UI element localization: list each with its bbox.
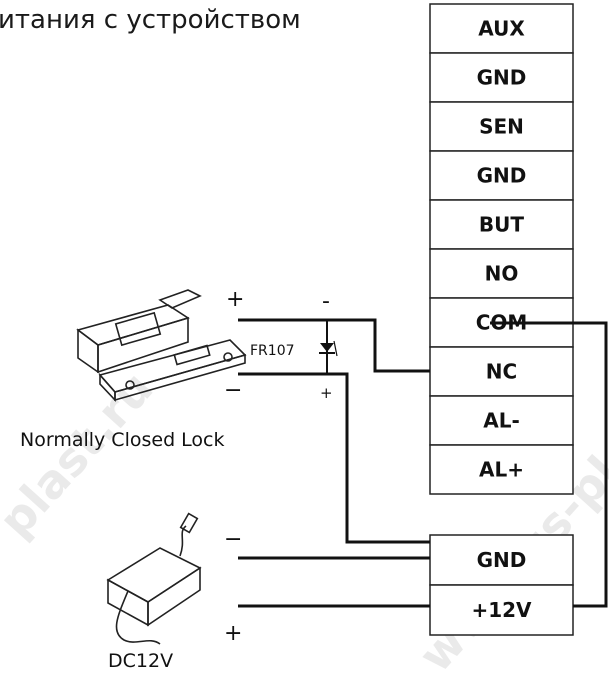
wire-lock-plus-to-nc [238,318,430,373]
terminal-label-al: AL+ [479,458,524,482]
power-terminal-label-12v: +12V [471,598,532,622]
terminal-label-al: AL- [483,409,520,433]
terminal-label-sen: SEN [479,115,524,139]
electric-lock-illustration [76,289,247,403]
terminal-label-no: NO [485,262,519,286]
lock-minus-label: − [224,378,242,403]
diode-plus-label: + [320,384,333,402]
terminal-label-but: BUT [479,213,524,237]
power-terminal-label-gnd: GND [477,548,527,572]
diode-minus-label: - [322,289,330,314]
terminal-cell [429,444,574,495]
psu-caption: DC12V [108,650,173,672]
psu-minus-label: − [224,527,242,552]
terminal-label-gnd: GND [477,66,527,90]
terminal-cell [429,52,574,103]
wires [238,318,608,608]
page-title: итания с устройством [0,5,301,35]
power-terminal-cell [429,584,574,636]
terminal-label-gnd: GND [477,164,527,188]
watermark-left: plast.ru [0,361,163,547]
wire-com-to-12v [490,321,608,608]
power-supply-illustration [106,512,202,645]
lock-plus-label: + [226,287,244,312]
power-terminal-cell [429,534,574,586]
terminal-label-nc: NC [486,360,517,384]
terminal-label-aux: AUX [478,17,525,41]
terminal-cell [429,3,574,54]
terminal-cell [429,101,574,152]
diode-symbol [319,340,338,357]
power-terminal-block: GND +12V [429,534,574,636]
diode-part-label: FR107 [250,343,295,359]
wire-lock-minus-to-gnd [238,372,430,544]
psu-plus-label: + [224,621,242,646]
lock-caption: Normally Closed Lock [20,429,225,451]
terminal-cell [429,346,574,397]
